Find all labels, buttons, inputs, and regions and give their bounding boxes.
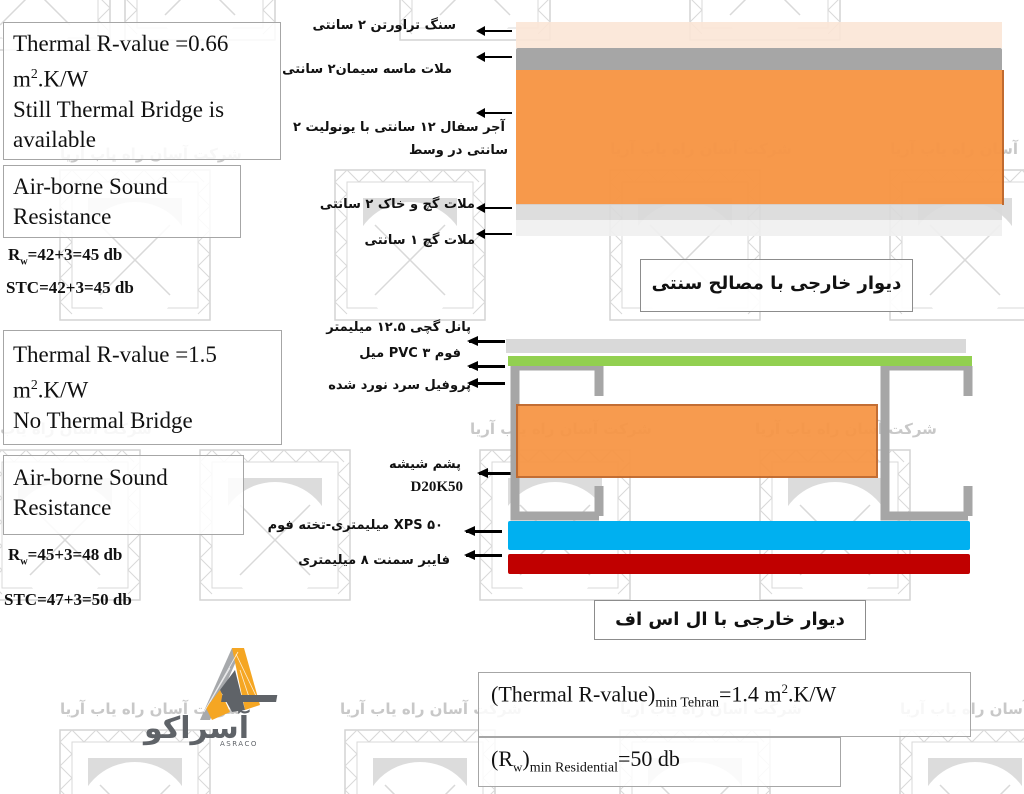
layer-cement-mortar — [516, 48, 1002, 70]
layer-gypsum-soil-mortar — [516, 204, 1002, 220]
req-acoustic-inner-sub: w — [513, 759, 523, 775]
arrow-left-icon — [464, 526, 502, 536]
arrow-left-icon — [476, 108, 512, 118]
layer-label-gypsum-mortar: ملات گچ ۱ سانتی — [364, 233, 475, 248]
arrow-left-icon — [464, 550, 502, 560]
sound-label-1: Air-borne Sound — [13, 174, 168, 199]
req-acoustic-value: =50 db — [617, 746, 680, 771]
layer-label-clay-brick: آجر سفال ۱۲ سانتی با یونولیت ۲ — [293, 120, 505, 135]
traditional-stc-value: STC=42+3=45 db — [6, 278, 134, 297]
thermal-unit: m2.K/W — [13, 66, 89, 92]
lsf-stc-value: STC=47+3=50 db — [4, 590, 132, 609]
layer-fiber-cement — [508, 554, 970, 574]
arrow-left-icon — [467, 336, 505, 346]
arrow-left-icon — [476, 203, 512, 213]
layer-clay-brick — [516, 70, 1004, 205]
logo-text-en: ASRACO — [220, 740, 258, 748]
thermal-r-value: Thermal R-value =1.5 — [13, 342, 217, 367]
layer-pvc-foam — [508, 356, 972, 366]
layer-label-gypsum-panel: پانل گچی ۱۲.۵ میلیمتر — [326, 320, 471, 335]
layer-gypsum-mortar — [516, 220, 1002, 236]
layer-label-glass-wool-spec: D20K50 — [410, 479, 464, 495]
arrow-left-icon — [467, 378, 505, 388]
asraco-logo: آسراکو ASRACO — [140, 640, 300, 750]
layer-label-travertine: سنگ تراورتن ۲ سانتی — [312, 18, 456, 33]
req-thermal-sup: 2 — [781, 681, 789, 696]
layer-label-glass-wool: پشم شیشه — [388, 457, 461, 472]
arrow-left-icon — [477, 468, 515, 478]
thermal-bridge-note: Still Thermal Bridge is — [13, 96, 225, 122]
layer-label-cement-mortar: ملات ماسه سیمان۲ سانتی — [282, 62, 452, 77]
layer-gypsum-panel — [506, 339, 966, 353]
req-thermal-sub: min Tehran — [655, 695, 720, 711]
arrow-left-icon — [476, 229, 512, 239]
req-acoustic-close: ) — [522, 746, 530, 771]
lsf-rw-value: Rw=45+3=48 db — [8, 545, 123, 568]
watermark-text: شرکت آسان راه یاب آریا — [60, 700, 242, 718]
req-acoustic-sub: min Residential — [529, 760, 618, 776]
req-acoustic-label: (R — [491, 746, 513, 771]
lsf-sound-box: Air-borne Sound Resistance — [3, 455, 244, 535]
arrow-left-icon — [476, 26, 512, 36]
traditional-wall-title: دیوار خارجی با مصالح سنتی — [640, 259, 913, 312]
arrow-left-icon — [467, 361, 505, 371]
layer-label-pvc-foam: فوم PVC ۳ میل — [359, 346, 461, 361]
layer-glass-wool — [516, 404, 878, 478]
layer-travertine — [516, 22, 1002, 48]
watermark-text: شرکت آسان راه یاب آریا — [340, 700, 522, 718]
req-thermal-value: =1.4 m — [719, 681, 782, 707]
layer-label-fiber-cement: فایبر سمنت ۸ میلیمتری — [298, 553, 450, 568]
layer-label-xps-foam: XPS ۵۰ میلیمتری-تخته فوم — [267, 518, 443, 533]
lsf-wall-title: دیوار خارجی با ال اس اف — [594, 600, 866, 640]
arrow-left-icon — [476, 52, 512, 62]
layer-label-cold-rolled-profile: پروفیل سرد نورد شده — [328, 378, 471, 393]
layer-label-gypsum-soil-mortar: ملات گچ و خاک ۲ سانتی — [319, 197, 475, 212]
traditional-sound-box: Air-borne Sound Resistance — [3, 165, 241, 238]
req-thermal-label: (Thermal R-value) — [491, 681, 656, 707]
thermal-bridge-note: No Thermal Bridge — [13, 407, 193, 433]
thermal-unit: m2.K/W — [13, 377, 89, 403]
traditional-rw-value: Rw=42+3=45 db — [8, 245, 123, 268]
layer-xps-foam — [508, 521, 970, 550]
layer-label-clay-brick-2: سانتی در وسط — [409, 143, 508, 158]
cold-rolled-profile-icon — [510, 366, 973, 521]
sound-label-2: Resistance — [13, 495, 112, 520]
asraco-logo-icon: آسراکو ASRACO — [142, 648, 278, 748]
req-thermal-unit: .K/W — [788, 681, 837, 707]
requirement-thermal-box: (Thermal R-value)min Tehran=1.4 m2.K/W — [478, 672, 971, 737]
requirement-acoustic-box: (Rw)min Residential=50 db — [478, 737, 841, 787]
sound-label-1: Air-borne Sound — [13, 465, 168, 490]
lsf-thermal-box: Thermal R-value =1.5 m2.K/W No Thermal B… — [3, 330, 282, 445]
traditional-thermal-box: Thermal R-value =0.66 m2.K/W Still Therm… — [3, 22, 281, 160]
logo-text-fa: آسراکو — [142, 709, 250, 746]
thermal-r-value: Thermal R-value =0.66 — [13, 31, 229, 56]
sound-label-2: Resistance — [13, 204, 112, 229]
thermal-bridge-note-2: available — [13, 126, 97, 152]
